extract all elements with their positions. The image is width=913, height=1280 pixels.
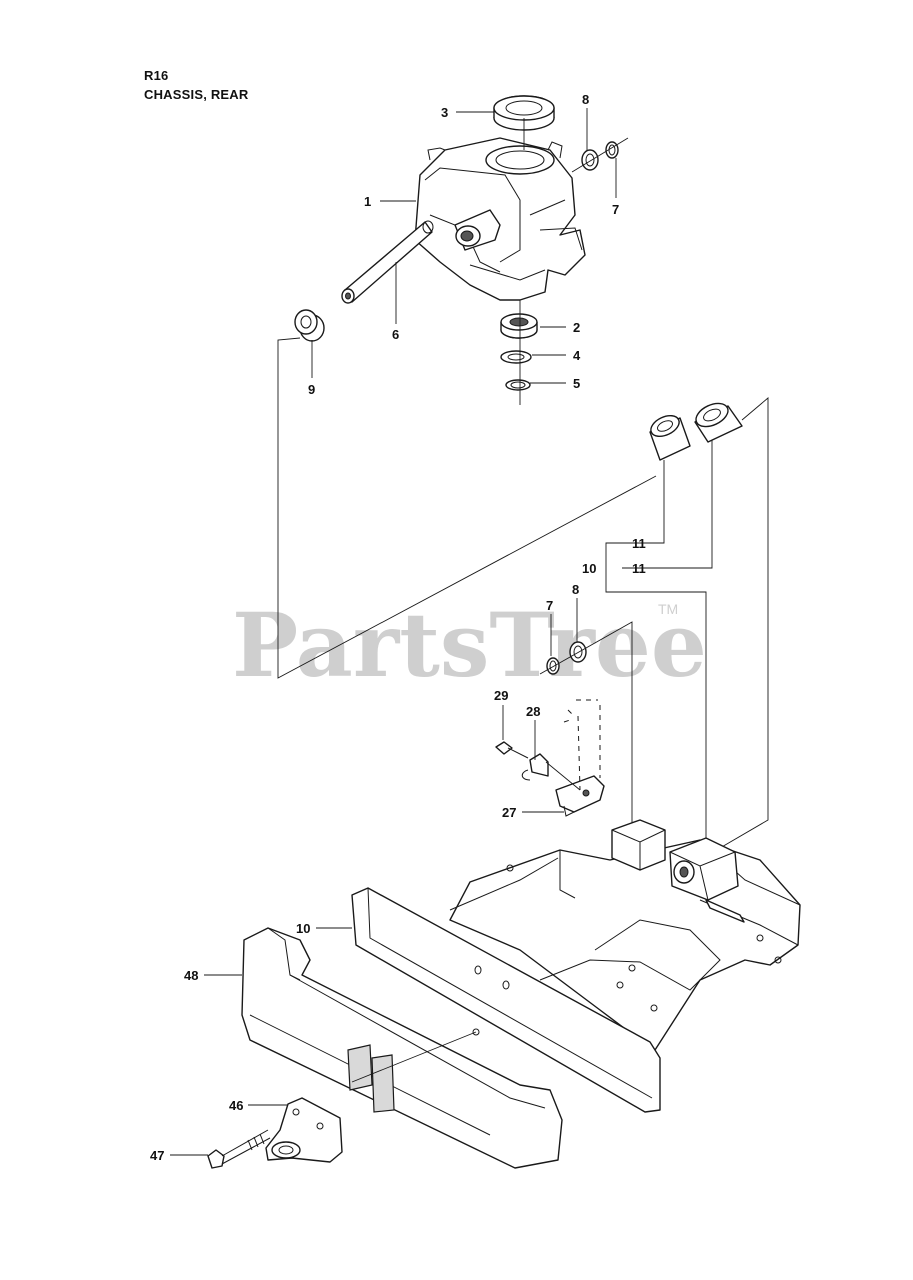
part-4-washer — [500, 350, 532, 364]
frame-pivot-block — [669, 837, 739, 901]
callout-29: 29 — [494, 688, 508, 703]
watermark-tm: TM — [658, 601, 678, 617]
part-9-bushing — [294, 309, 325, 342]
part-29-bolt — [495, 741, 529, 759]
callout-11-a: 11 — [632, 536, 646, 551]
callout-11-b: 11 — [632, 561, 646, 576]
callout-47: 47 — [150, 1148, 164, 1163]
part-5-retaining-ring — [505, 379, 531, 391]
part-2-bearing — [500, 313, 538, 339]
part-8-washer-upper — [581, 149, 599, 171]
part-11-sleeve-a — [649, 414, 691, 461]
pivot-housing — [414, 137, 586, 301]
callout-46: 46 — [229, 1098, 243, 1113]
part-47-hitch-bolt — [207, 1129, 271, 1169]
callout-3: 3 — [441, 105, 448, 120]
callout-10-upper: 10 — [582, 561, 596, 576]
callout-2: 2 — [573, 320, 580, 335]
callout-9: 9 — [308, 382, 315, 397]
part-8-washer-lower — [569, 641, 587, 663]
part-11-sleeve-b — [694, 402, 743, 443]
callout-7-upper: 7 — [612, 202, 619, 217]
part-48-bumper-guard — [241, 927, 563, 1169]
callout-5: 5 — [573, 376, 580, 391]
frame-mount-block — [611, 819, 666, 871]
part-27-bracket — [555, 775, 605, 817]
callout-4: 4 — [573, 348, 581, 363]
watermark: PartsTree — [232, 593, 707, 697]
callout-48: 48 — [184, 968, 198, 983]
callout-27: 27 — [502, 805, 516, 820]
part-10-rear-bumper — [351, 887, 661, 1113]
part-6-pivot-pin — [341, 220, 434, 304]
callout-8-upper: 8 — [582, 92, 589, 107]
part-3-seal — [493, 95, 555, 150]
diagram-title: CHASSIS, REAR — [144, 87, 249, 102]
part-28-clamp — [521, 753, 549, 781]
callout-8-lower: 8 — [572, 582, 579, 597]
diagram-code: R16 — [144, 68, 169, 83]
callout-28: 28 — [526, 704, 540, 719]
callout-6: 6 — [392, 327, 399, 342]
part-7-clip-lower — [546, 657, 560, 675]
callout-7-lower: 7 — [546, 598, 553, 613]
callout-10-lower: 10 — [296, 921, 310, 936]
part-46-hitch-bracket — [265, 1097, 343, 1163]
callout-1: 1 — [364, 194, 371, 209]
